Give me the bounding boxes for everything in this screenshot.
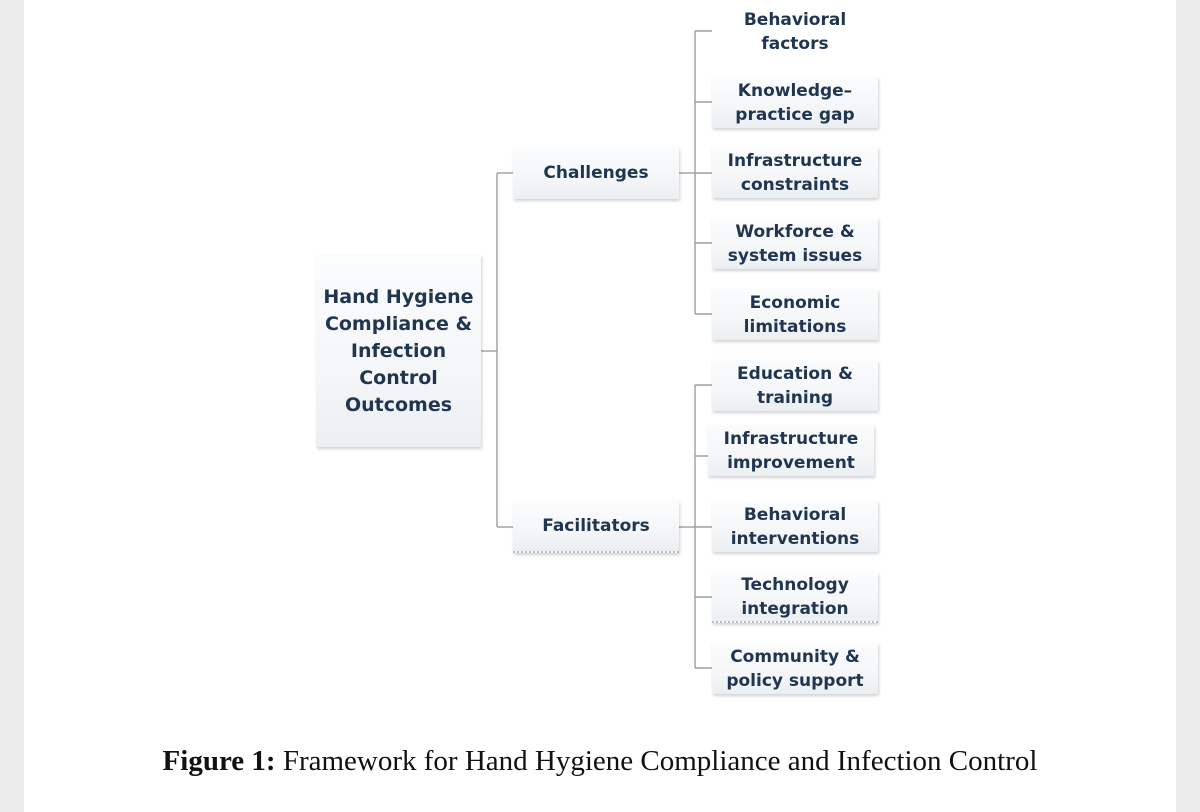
challenge-item-4-line-2: system issues bbox=[727, 245, 863, 266]
facilitator-item-4-line-2: integration bbox=[741, 598, 849, 619]
challenge-item-2-line-1: Knowledge– bbox=[737, 80, 853, 101]
challenges-node: Challenges bbox=[513, 147, 679, 199]
facilitators-label: Facilitators bbox=[542, 516, 650, 536]
challenges-label: Challenges bbox=[543, 163, 649, 183]
facilitator-item-5-line-2: policy support bbox=[726, 670, 864, 691]
figure-caption: Figure 1: Framework for Hand Hygiene Com… bbox=[0, 745, 1200, 778]
challenge-item-4: Workforce & system issues bbox=[712, 218, 878, 269]
facilitator-item-1: Education & training bbox=[712, 360, 878, 411]
facilitator-item-3-line-2: interventions bbox=[730, 528, 860, 549]
challenge-item-2: Knowledge– practice gap bbox=[712, 77, 878, 128]
challenge-item-3-line-1: Infrastructure bbox=[727, 150, 863, 171]
root-line-4: Control bbox=[359, 366, 438, 389]
facilitator-item-4-line-1: Technology bbox=[741, 574, 849, 595]
facilitator-item-1-line-2: training bbox=[756, 387, 833, 408]
caption-label: Figure 1: bbox=[162, 745, 276, 777]
root-line-3: Infection bbox=[350, 339, 447, 362]
facilitator-item-5-line-1: Community & bbox=[730, 646, 860, 667]
challenge-item-3-line-2: constraints bbox=[740, 174, 850, 195]
challenge-item-5-line-1: Economic bbox=[749, 292, 841, 313]
root-line-2: Compliance & bbox=[324, 312, 473, 335]
facilitator-item-2-line-2: improvement bbox=[727, 452, 855, 473]
challenge-item-2-line-2: practice gap bbox=[735, 104, 855, 125]
challenge-item-1-line-1: Behavioral factors bbox=[743, 10, 847, 54]
facilitators-node: Facilitators bbox=[513, 501, 679, 553]
facilitator-item-4: Technology integration bbox=[712, 572, 878, 623]
facilitator-item-5: Community & policy support bbox=[712, 643, 878, 694]
facilitator-item-1-line-1: Education & bbox=[737, 363, 853, 384]
challenge-item-4-line-1: Workforce & bbox=[735, 221, 855, 242]
challenge-item-3: Infrastructure constraints bbox=[712, 147, 878, 198]
figure-page bbox=[24, 0, 1176, 812]
challenge-item-5: Economic limitations bbox=[712, 289, 878, 340]
root-line-5: Outcomes bbox=[344, 393, 453, 416]
caption-text: Framework for Hand Hygiene Compliance an… bbox=[282, 745, 1038, 777]
facilitator-item-2: Infrastructure improvement bbox=[708, 425, 874, 476]
facilitator-item-2-line-1: Infrastructure bbox=[723, 428, 859, 449]
challenge-item-5-line-2: limitations bbox=[743, 316, 847, 337]
root-node: Hand Hygiene Compliance & Infection Cont… bbox=[316, 255, 481, 447]
challenge-item-1: Behavioral factors bbox=[712, 10, 878, 54]
root-line-1: Hand Hygiene bbox=[323, 285, 474, 308]
facilitator-item-3-line-1: Behavioral bbox=[743, 504, 847, 525]
facilitator-item-3: Behavioral interventions bbox=[712, 501, 878, 552]
